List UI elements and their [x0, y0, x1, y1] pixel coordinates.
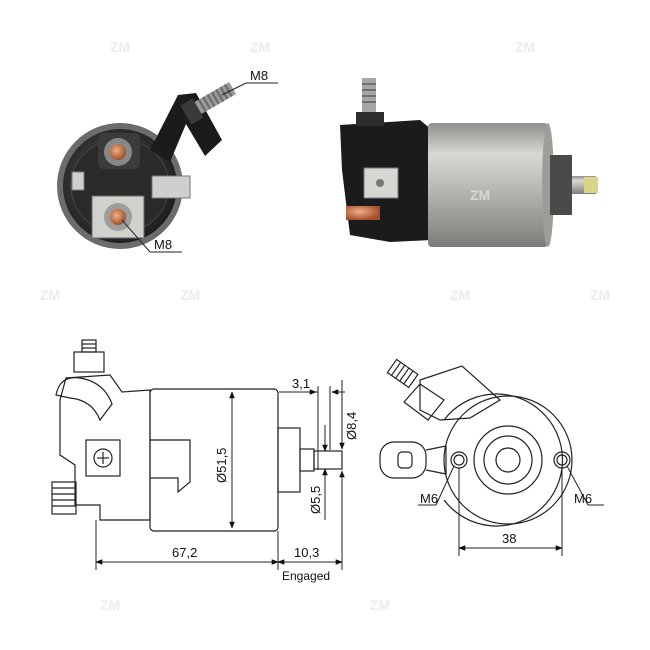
watermark-logo: ZM — [370, 597, 390, 613]
end-terminal-outline — [419, 365, 502, 421]
mount-hole-left-inner — [453, 454, 465, 466]
photo-label-top-thread: M8 — [250, 68, 268, 83]
watermark-logo: ZM — [590, 287, 610, 303]
top-bolt-outline — [81, 339, 97, 353]
label-body-length: 67,2 — [172, 545, 197, 560]
label-travel-note: Engaged — [282, 569, 330, 583]
front-flange-outline — [277, 427, 301, 493]
plunger-face — [495, 447, 521, 473]
plunger-tip — [584, 177, 598, 193]
watermark-logo: ZM — [100, 597, 120, 613]
spade-outline — [85, 439, 121, 477]
label-pin-diameter: Ø5,5 — [308, 486, 323, 514]
body-logo: ZM — [470, 187, 490, 203]
lower-copper-stud — [110, 209, 126, 225]
copper-bolt — [346, 206, 380, 220]
leader-line — [121, 219, 151, 253]
lower-bolt-thread — [52, 487, 76, 507]
plunger-outline — [299, 448, 315, 472]
watermark-logo: ZM — [40, 287, 60, 303]
end-bolt-outline — [386, 358, 419, 389]
label-mount-left: M6 — [420, 491, 438, 506]
drawing-end-view — [379, 358, 573, 527]
plunger-pin-outline — [313, 450, 343, 470]
watermark-logo: ZM — [450, 287, 470, 303]
end-flange-outline — [443, 393, 564, 527]
end-dimensions — [418, 465, 604, 556]
watermark-layer: ZM ZM ZM ZM ZM ZM ZM ZM ZM — [40, 39, 610, 613]
terminal-arm-outline — [55, 377, 113, 422]
top-nut-outline — [73, 351, 105, 373]
terminal-outline — [59, 374, 151, 521]
label-hole-spacing: 38 — [502, 531, 516, 546]
photo-side-view: ZM — [340, 78, 598, 247]
label-body-diameter: Ø51,5 — [214, 448, 229, 483]
photo-end-view: M8 M8 — [57, 68, 278, 253]
watermark-logo: ZM — [250, 39, 270, 55]
body-window-outline — [150, 439, 191, 494]
end-flange — [550, 155, 572, 215]
solenoid-body — [428, 123, 548, 247]
leader-line — [221, 82, 247, 96]
body-end-rim — [542, 123, 554, 247]
connector-neck — [425, 445, 447, 475]
side-spade-left — [71, 171, 85, 191]
watermark-logo: ZM — [515, 39, 535, 55]
end-boss-inner — [483, 435, 533, 485]
label-mount-right: M6 — [574, 491, 592, 506]
side-spade-right — [151, 175, 191, 199]
top-bolt-threads — [362, 83, 376, 103]
top-bolt-nut — [356, 112, 384, 126]
label-step: 3,1 — [292, 376, 310, 391]
photo-label-bottom-thread: M8 — [154, 237, 172, 252]
lower-bolt-outline — [51, 481, 77, 515]
label-travel: 10,3 — [294, 545, 319, 560]
leader-mount-left — [435, 465, 455, 506]
watermark-logo: ZM — [180, 287, 200, 303]
end-flange-circle — [443, 395, 573, 525]
connector-pin — [397, 451, 413, 469]
leader-mount-right — [566, 465, 589, 506]
upper-bolt — [180, 81, 237, 125]
end-terminal-nut — [403, 383, 445, 421]
spade-hole — [376, 179, 384, 187]
end-dimension-labels: M6 M6 38 — [420, 491, 592, 546]
side-dimensions — [95, 380, 345, 570]
top-bolt-thread — [82, 343, 96, 349]
screw-outline — [93, 448, 113, 468]
drawing-side-view — [51, 339, 343, 532]
watermark-logo: ZM — [110, 39, 130, 55]
connector-outline — [379, 441, 427, 479]
mount-hole-right-inner — [556, 454, 568, 466]
label-shaft-diameter: Ø8,4 — [344, 412, 359, 440]
end-boss-outline — [473, 425, 543, 495]
upper-copper-stud — [110, 144, 126, 160]
side-dimension-labels: Ø51,5 3,1 Ø8,4 Ø5,5 67,2 10,3 Engaged — [172, 376, 359, 583]
mount-hole-left — [450, 451, 468, 469]
